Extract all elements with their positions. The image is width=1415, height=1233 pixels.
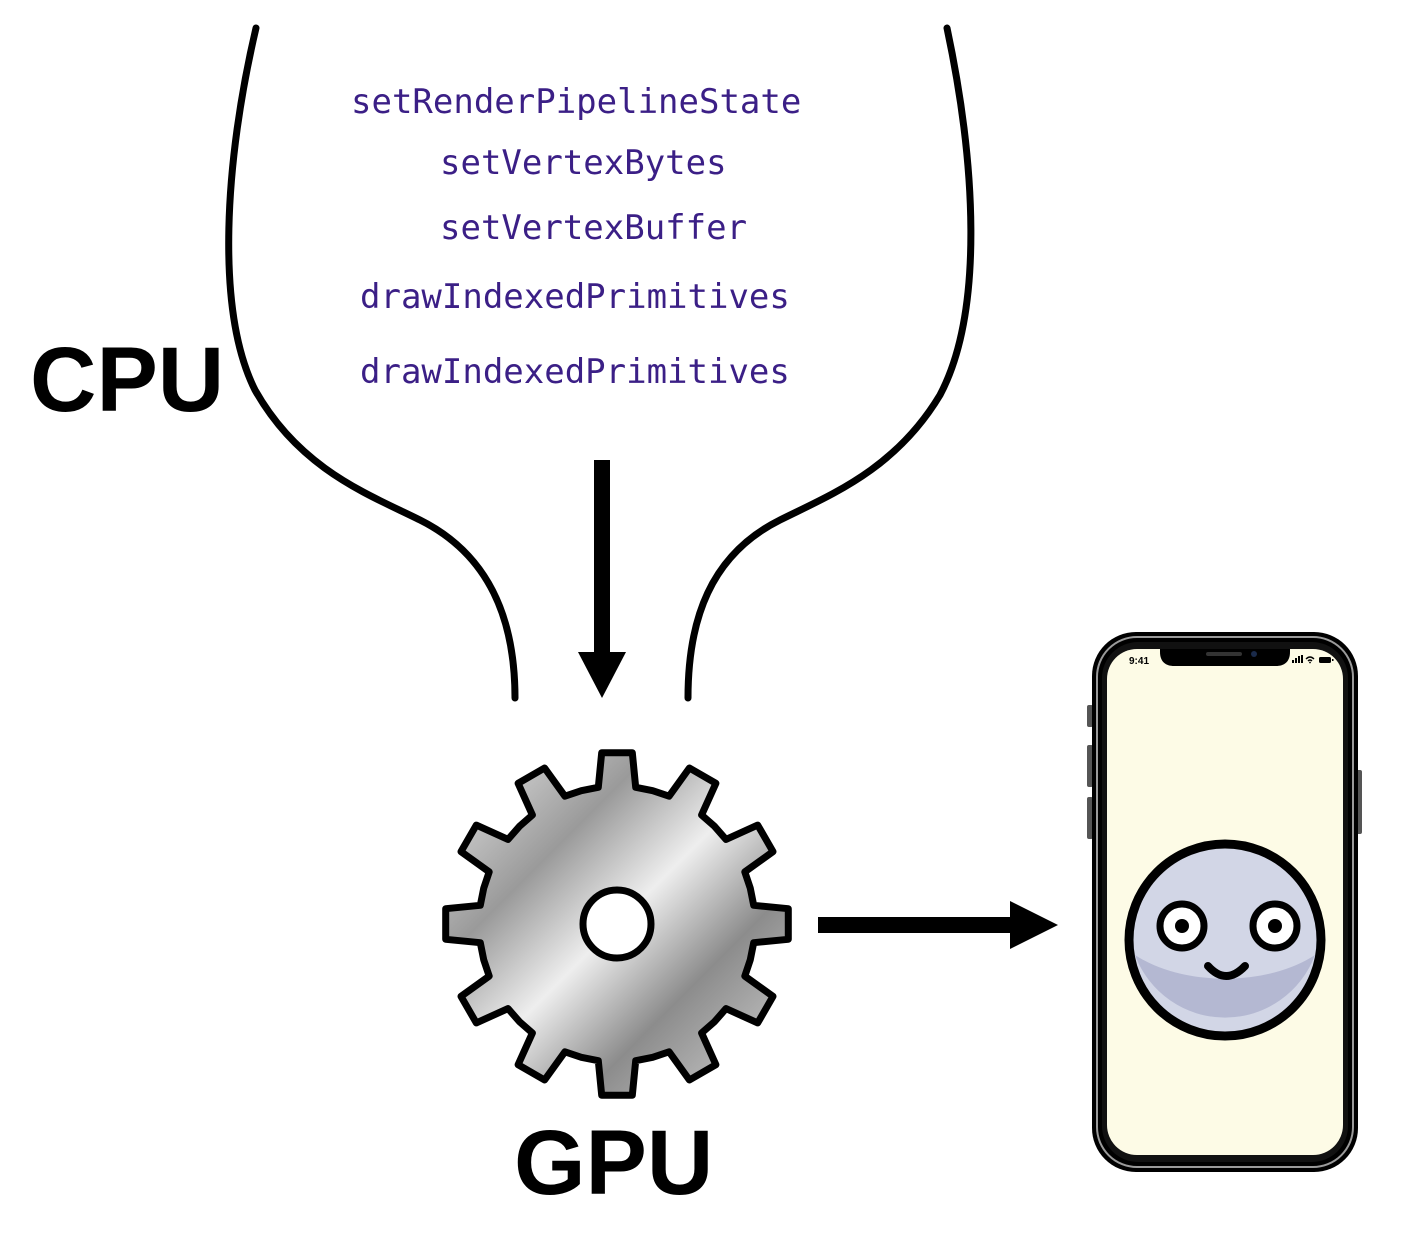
command-set-vertex-bytes: setVertexBytes <box>440 143 727 183</box>
arrow-down-icon <box>578 460 626 698</box>
face-icon <box>1124 839 1326 1041</box>
command-draw-indexed-primitives-2: drawIndexedPrimitives <box>360 352 790 392</box>
smile <box>1204 962 1249 980</box>
phone-icon: 9:41 <box>1087 632 1362 1172</box>
battery-icon <box>1319 657 1334 663</box>
arrow-right-icon <box>818 901 1058 949</box>
cpu-label: CPU <box>30 329 225 431</box>
gear-icon <box>442 749 792 1099</box>
gpu-label: GPU <box>514 1112 714 1214</box>
phone-notch <box>1160 649 1290 666</box>
command-set-render-pipeline-state: setRenderPipelineState <box>351 82 802 122</box>
command-draw-indexed-primitives-1: drawIndexedPrimitives <box>360 277 790 317</box>
funnel-left-curve <box>225 24 519 702</box>
gear-hole <box>579 886 655 962</box>
funnel-right-curve <box>684 24 975 702</box>
status-time: 9:41 <box>1129 656 1149 667</box>
wifi-icon <box>1305 656 1315 664</box>
signal-icon <box>1292 655 1303 663</box>
command-set-vertex-buffer: setVertexBuffer <box>440 208 748 248</box>
